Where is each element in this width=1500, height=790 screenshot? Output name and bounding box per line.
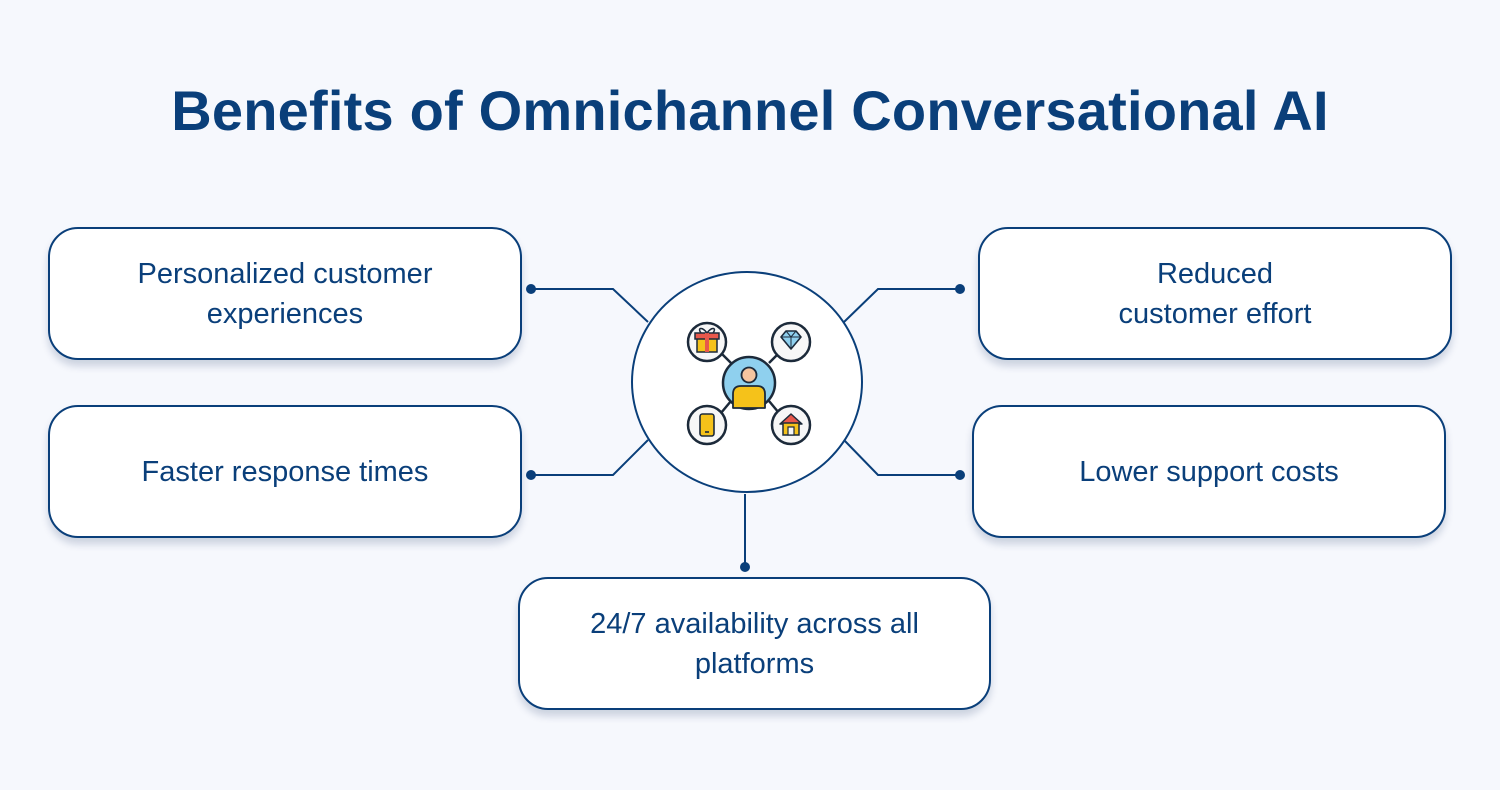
benefit-label-availability: 24/7 availability across all platforms xyxy=(590,607,919,680)
benefit-card-availability: 24/7 availability across all platforms xyxy=(518,577,991,710)
benefit-card-reduced-effort: Reduced customer effort xyxy=(978,227,1452,360)
diamond-icon xyxy=(770,321,812,363)
house-icon xyxy=(770,404,812,446)
person-icon xyxy=(721,355,777,411)
benefit-label-faster-response: Faster response times xyxy=(141,455,429,488)
connector-bottom-right xyxy=(843,439,960,476)
connector-top-right xyxy=(843,288,960,323)
benefit-label-reduced-effort: Reduced customer effort xyxy=(1118,257,1312,330)
benefit-card-lower-costs: Lower support costs xyxy=(972,405,1446,538)
gift-icon xyxy=(686,321,728,363)
phone-icon xyxy=(686,404,728,446)
connector-dot-bottom xyxy=(740,562,750,572)
omnichannel-network-icon xyxy=(686,321,812,446)
connector-dot-bottom-right xyxy=(955,470,965,480)
benefit-label-personalized: Personalized customer experiences xyxy=(137,257,433,330)
connector-top-left xyxy=(531,288,649,323)
connector-dot-top-right xyxy=(955,284,965,294)
connector-dot-top-left xyxy=(526,284,536,294)
benefit-label-lower-costs: Lower support costs xyxy=(1079,455,1339,488)
page-title: Benefits of Omnichannel Conversational A… xyxy=(171,79,1329,142)
omnichannel-hub xyxy=(631,271,863,493)
benefit-card-faster-response: Faster response times xyxy=(48,405,522,538)
benefit-card-personalized: Personalized customer experiences xyxy=(48,227,522,360)
connector-dot-bottom-left xyxy=(526,470,536,480)
connector-bottom-left xyxy=(531,439,649,476)
